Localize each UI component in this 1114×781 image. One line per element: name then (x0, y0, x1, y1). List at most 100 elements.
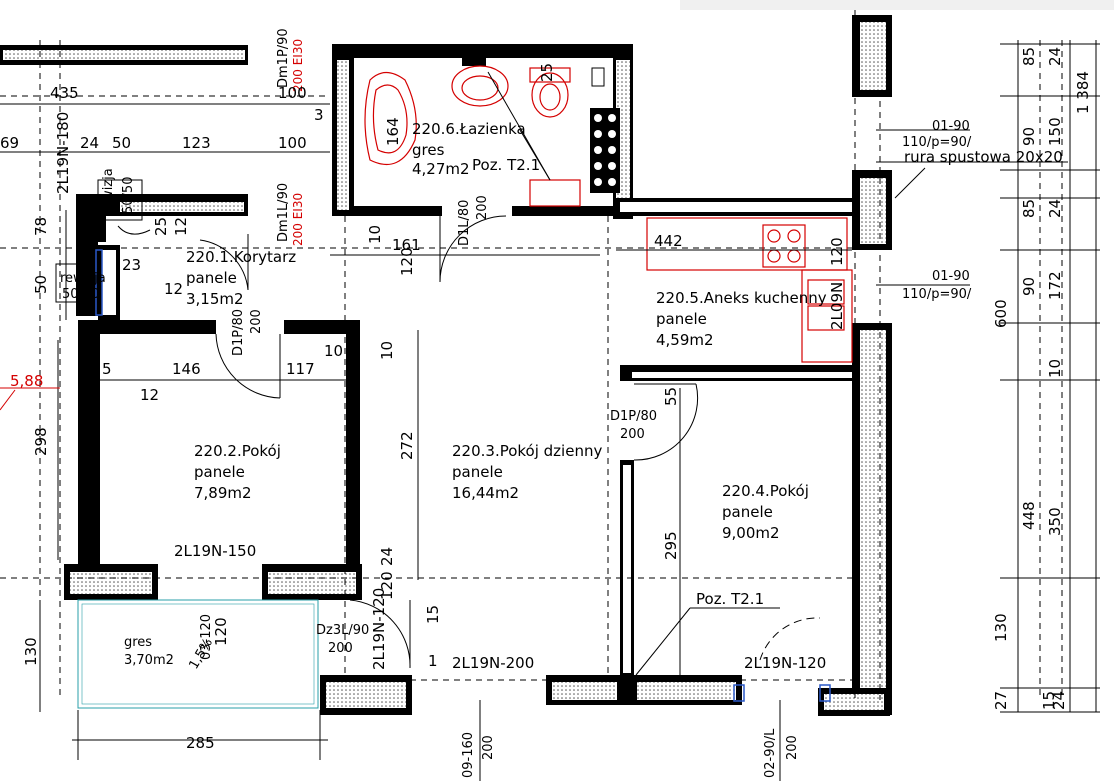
room-floor-aneks: panele (656, 310, 707, 328)
window2-label: 02-90/L (763, 728, 778, 778)
lintel-200: 2L19N-200 (452, 654, 534, 672)
dim-25a: 25 (538, 63, 556, 82)
balcony (77, 599, 319, 709)
window2-height: 200 (785, 735, 800, 760)
dim-r90b: 90 (1020, 277, 1038, 296)
window1-height: 200 (481, 735, 496, 760)
door-dm1l-red: 200 EI30 (291, 193, 305, 246)
dim-298: 298 (32, 427, 50, 456)
top-bar (680, 0, 1114, 10)
room-floor-pokoj2: panele (194, 463, 245, 481)
dim-15: 15 (424, 605, 442, 624)
balcony-area: 3,70m2 (124, 653, 174, 668)
dim-120b: 120 (828, 237, 846, 266)
dim-10a: 10 (366, 225, 384, 244)
dim-r15: 15 (1040, 691, 1058, 710)
dim-r600: 600 (992, 299, 1010, 328)
level-label: 5,88 (10, 372, 43, 390)
dim-r90a: 90 (1020, 127, 1038, 146)
dim-123: 123 (182, 134, 211, 152)
dim-50b: 50 (32, 275, 50, 294)
rewizja1-size: 50/50 (121, 177, 136, 214)
dim-100a: 100 (278, 84, 307, 102)
room-name-korytarz: 220.1.Korytarz (186, 248, 296, 266)
walls (0, 15, 892, 716)
dim-1: 1 (428, 652, 438, 670)
dim-r24c: 24 (1050, 691, 1068, 710)
room-name-aneks: 220.5.Aneks kuchenny (656, 289, 827, 307)
dim-435: 435 (50, 84, 79, 102)
room-floor-pokoj4: panele (722, 503, 773, 521)
dim-r1384: 1 384 (1074, 71, 1092, 114)
inst2-bot: 110/p=90/ (902, 287, 972, 302)
room-area-pokoj4: 9,00m2 (722, 524, 780, 542)
dim-120c: 120 (378, 571, 396, 600)
dim-164: 164 (384, 117, 402, 146)
door-d1p-a: D1P/80 (231, 309, 246, 356)
dim-50: 50 (112, 134, 131, 152)
dim-24a: 24 (80, 134, 99, 152)
kitchen-fixtures (646, 217, 853, 363)
dim-295: 295 (662, 531, 680, 560)
door-d1l: D1L/80 (457, 200, 472, 246)
inst1-top: 01-90 (932, 119, 970, 134)
dim-78: 78 (32, 217, 50, 236)
lintel-120b: 2L19N-120 (744, 654, 826, 672)
room-area-dzienny: 16,44m2 (452, 484, 519, 502)
door-dm1l: Dm1L/90 (276, 183, 291, 242)
door-d1l-h: 200 (475, 195, 490, 220)
door-d1p-a-h: 200 (249, 309, 264, 334)
dashed-lines (0, 10, 1063, 700)
dim-r130: 130 (992, 613, 1010, 642)
poz-room: Poz. T2.1 (696, 590, 764, 608)
dim-130a: 130 (22, 637, 40, 666)
dim-r24b: 24 (1046, 199, 1064, 218)
slope2-label: 03-120 (199, 614, 214, 660)
lintel-120a: 2L19N-120 (370, 588, 388, 670)
door-dm1p-red: 200 EI30 (291, 39, 305, 92)
room-name-lazienka: 220.6.Łazienka (412, 120, 526, 138)
dim-r85a: 85 (1020, 47, 1038, 66)
dim-r85b: 85 (1020, 199, 1038, 218)
dim-5: 5 (102, 360, 112, 378)
dim-117: 117 (286, 360, 315, 378)
dim-12c: 12 (140, 386, 159, 404)
lintel-150: 2L19N-150 (174, 542, 256, 560)
room-area-korytarz: 3,15m2 (186, 290, 244, 308)
dim-55: 55 (662, 387, 680, 406)
room-name-pokoj4: 220.4.Pokój (722, 482, 809, 500)
room-floor-lazienka: gres (412, 141, 445, 159)
dim-120d: 120 (212, 617, 230, 646)
inst2-top: 01-90 (932, 269, 970, 284)
room-floor-dzienny: panele (452, 463, 503, 481)
dim-100b: 100 (278, 134, 307, 152)
door-d1p-b: D1P/80 (610, 409, 657, 424)
dim-69: 69 (0, 134, 19, 152)
balcony-floor: gres (124, 635, 152, 650)
dim-10c: 10 (378, 341, 396, 360)
door-dz3l-h: 200 (328, 641, 353, 656)
dim-3: 3 (314, 106, 324, 124)
dimension-lines (0, 40, 1100, 781)
room-area-aneks: 4,59m2 (656, 331, 714, 349)
dim-r27: 27 (992, 691, 1010, 710)
poz-bath: Poz. T2.1 (472, 156, 540, 174)
dim-25b: 25 (152, 217, 170, 236)
dim-r24a: 24 (1046, 47, 1064, 66)
inst1-bot: 110/p=90/ (902, 135, 972, 150)
lintel-180: 2L19N-180 (54, 112, 72, 194)
dim-r448: 448 (1020, 501, 1038, 530)
dim-442: 442 (654, 232, 683, 250)
dim-r10: 10 (1046, 359, 1064, 378)
rewizja2-label: rewizja (60, 271, 106, 286)
dim-24b: 24 (378, 547, 396, 566)
rewizja2-size: 50/50 (62, 287, 99, 302)
window1-label: 09-160 (461, 732, 476, 778)
door-d1p-b-h: 200 (620, 427, 645, 442)
dim-12b: 12 (164, 280, 183, 298)
door-dz3l: Dz3L/90 (316, 623, 369, 638)
dim-r172: 172 (1046, 271, 1064, 300)
dim-12a: 12 (172, 217, 190, 236)
room-floor-korytarz: panele (186, 269, 237, 287)
